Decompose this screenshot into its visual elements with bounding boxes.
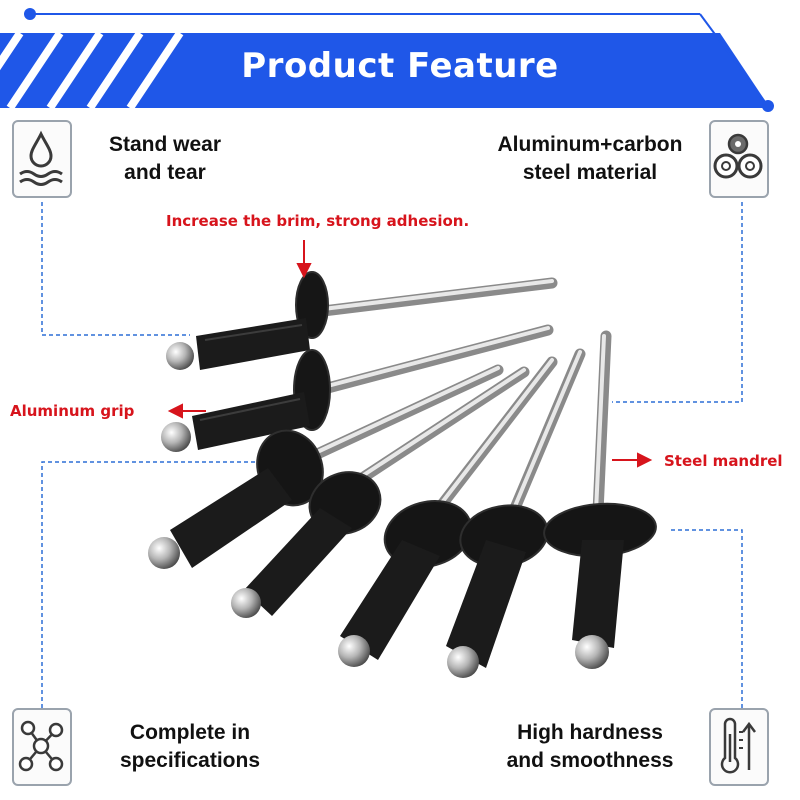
callout-mandrel: Steel mandrel — [664, 452, 783, 470]
feature-label-hardness: High hardness and smoothness — [506, 721, 674, 772]
feature-label-specifications: Complete in specifications — [119, 721, 261, 772]
rivet-5 — [338, 356, 558, 667]
thermometer-icon — [709, 708, 769, 786]
steel-pipes-icon — [709, 120, 769, 198]
rivet-4 — [231, 366, 530, 618]
rivet-7 — [543, 330, 657, 669]
rivet-2 — [161, 324, 554, 452]
rivet-3 — [148, 364, 504, 569]
header-banner: Product Feature — [0, 0, 800, 130]
feature-label-wear: Stand wear and tear — [108, 133, 222, 184]
callout-brim: Increase the brim, strong adhesion. — [166, 212, 470, 230]
water-drop-icon — [12, 120, 72, 198]
callout-grip: Aluminum grip — [10, 402, 135, 420]
rivet-1 — [166, 271, 558, 370]
page-title: Product Feature — [241, 46, 559, 86]
molecule-network-icon — [12, 708, 72, 786]
feature-label-material: Aluminum+carbon steel material — [497, 133, 683, 184]
